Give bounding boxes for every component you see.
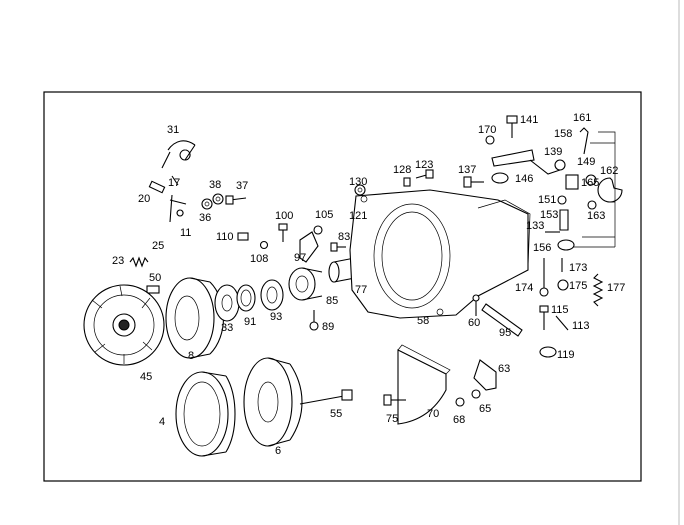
part-label: 173	[569, 262, 587, 274]
part-label: 161	[573, 112, 591, 124]
diagram-border	[43, 91, 642, 482]
part-label: 58	[417, 315, 429, 327]
part-drawings	[83, 115, 623, 457]
part-label: 23	[112, 255, 124, 267]
part-label: 70	[427, 408, 439, 420]
part-label: 33	[221, 322, 233, 334]
part-label: 162	[600, 165, 618, 177]
part-label: 153	[540, 209, 558, 221]
part-label: 100	[275, 210, 293, 222]
part-label: 130	[349, 176, 367, 188]
part-label: 60	[468, 317, 480, 329]
part-label: 75	[386, 413, 398, 425]
part-label: 93	[270, 311, 282, 323]
part-label: 20	[138, 193, 150, 205]
part-labels: 31 17 20 36 38 37 11 25 23 50 8 45 33 91…	[112, 112, 625, 457]
part-label: 50	[149, 272, 161, 284]
part-label: 4	[159, 416, 165, 428]
part-label: 89	[322, 321, 334, 333]
part-label: 91	[244, 316, 256, 328]
part-label: 151	[538, 194, 556, 206]
part-label: 177	[607, 282, 625, 294]
part-label: 149	[577, 156, 595, 168]
part-label: 63	[498, 363, 510, 375]
part-label: 113	[572, 320, 590, 332]
part-label: 139	[544, 146, 562, 158]
part-label: 37	[236, 180, 248, 192]
part-label: 158	[554, 128, 572, 140]
part-label: 25	[152, 240, 164, 252]
part-label: 110	[216, 231, 234, 243]
part-label: 156	[533, 242, 551, 254]
part-label: 97	[294, 252, 306, 264]
part-label: 137	[458, 164, 476, 176]
part-label: 141	[520, 114, 538, 126]
part-label: 121	[349, 210, 367, 222]
part-label: 8	[188, 350, 194, 362]
part-label: 11	[180, 227, 191, 239]
part-label: 85	[326, 295, 338, 307]
part-label: 83	[338, 231, 350, 243]
part-label: 45	[140, 371, 152, 383]
part-label: 17	[168, 177, 180, 189]
part-label: 108	[250, 253, 268, 265]
part-label: 115	[551, 304, 569, 316]
part-label: 165	[581, 177, 599, 189]
part-label: 95	[499, 327, 511, 339]
part-label: 77	[355, 284, 367, 296]
part-label: 123	[415, 159, 433, 171]
part-label: 133	[526, 220, 544, 232]
part-label: 31	[167, 124, 179, 136]
part-label: 163	[587, 210, 605, 222]
part-label: 105	[315, 209, 333, 221]
part-label: 128	[393, 164, 411, 176]
part-label: 174	[515, 282, 533, 294]
part-label: 170	[478, 124, 496, 136]
part-label: 6	[275, 445, 281, 457]
part-label: 38	[209, 179, 221, 191]
part-label: 36	[199, 212, 211, 224]
part-label: 146	[515, 173, 533, 185]
part-label: 68	[453, 414, 465, 426]
part-label: 175	[569, 280, 587, 292]
part-label: 65	[479, 403, 491, 415]
part-label: 55	[330, 408, 342, 420]
part-label: 119	[557, 349, 575, 361]
